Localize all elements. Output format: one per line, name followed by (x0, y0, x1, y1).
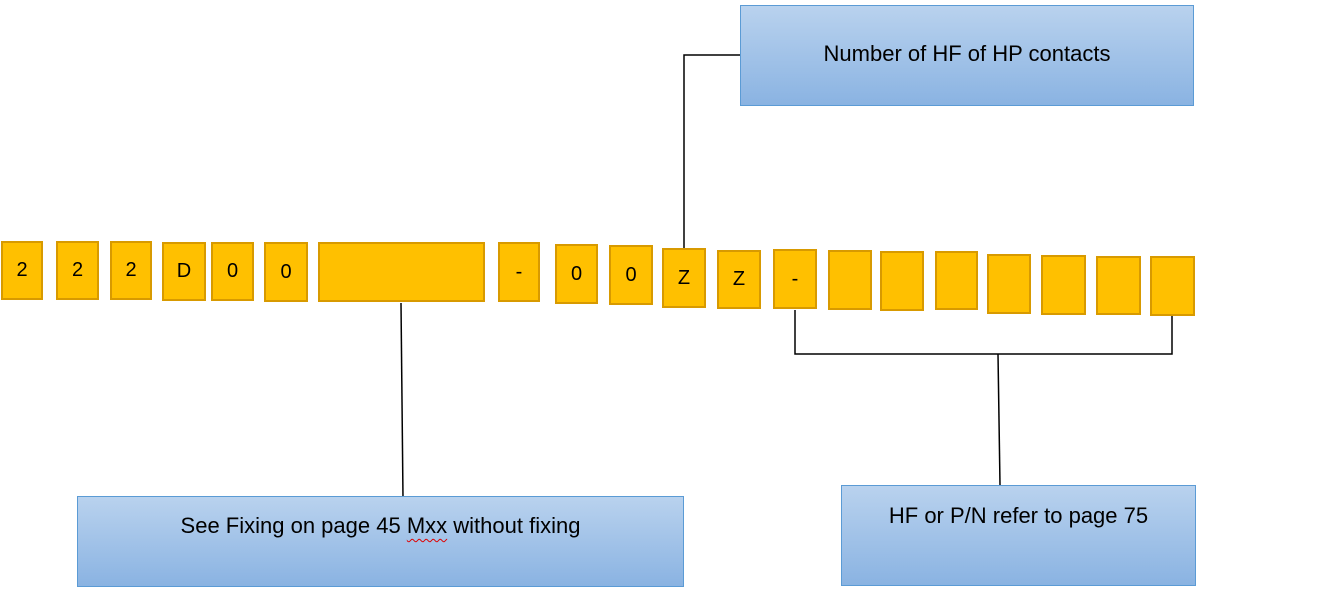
callout-hf-pn: HF or P/N refer to page 75 (841, 485, 1196, 586)
code-box-10: 0 (609, 245, 653, 305)
code-box-11: Z (662, 248, 706, 308)
code-box-4: D (162, 242, 206, 301)
code-box-19 (1096, 256, 1141, 315)
code-box-17 (987, 254, 1031, 314)
code-box-separator-2: - (773, 249, 817, 309)
code-box-6: 0 (264, 242, 308, 302)
connector-hp-contacts (683, 54, 741, 248)
code-box-fixing (318, 242, 485, 302)
callout-fixing: See Fixing on page 45 Mxx without fixing (77, 496, 684, 587)
code-box-1: 2 (1, 241, 43, 300)
code-box-18 (1041, 255, 1086, 315)
callout-fixing-text: See Fixing on page 45 Mxx without fixing (181, 513, 581, 539)
callout-hf-pn-text: HF or P/N refer to page 75 (888, 503, 1149, 528)
fixing-text-flagged: Mxx (406, 513, 448, 538)
code-box-16 (935, 251, 978, 310)
code-box-15 (880, 251, 924, 311)
bracket-hf-pn (794, 310, 1173, 355)
code-box-20 (1150, 256, 1195, 316)
connector-hf-pn (997, 353, 1001, 486)
code-box-12: Z (717, 250, 761, 309)
fixing-text-after: without fixing (447, 513, 581, 538)
code-box-separator-1: - (498, 242, 540, 302)
connector-fixing (400, 302, 404, 499)
fixing-text-before: See Fixing on page 45 (180, 513, 407, 538)
callout-hp-contacts-text: Number of HF of HP contacts (823, 40, 1111, 66)
code-box-3: 2 (110, 241, 152, 300)
callout-hp-contacts: Number of HF of HP contacts (740, 5, 1194, 106)
code-box-2: 2 (56, 241, 99, 300)
code-box-14 (828, 250, 872, 310)
code-box-9: 0 (555, 244, 598, 304)
code-box-5: 0 (211, 242, 254, 301)
